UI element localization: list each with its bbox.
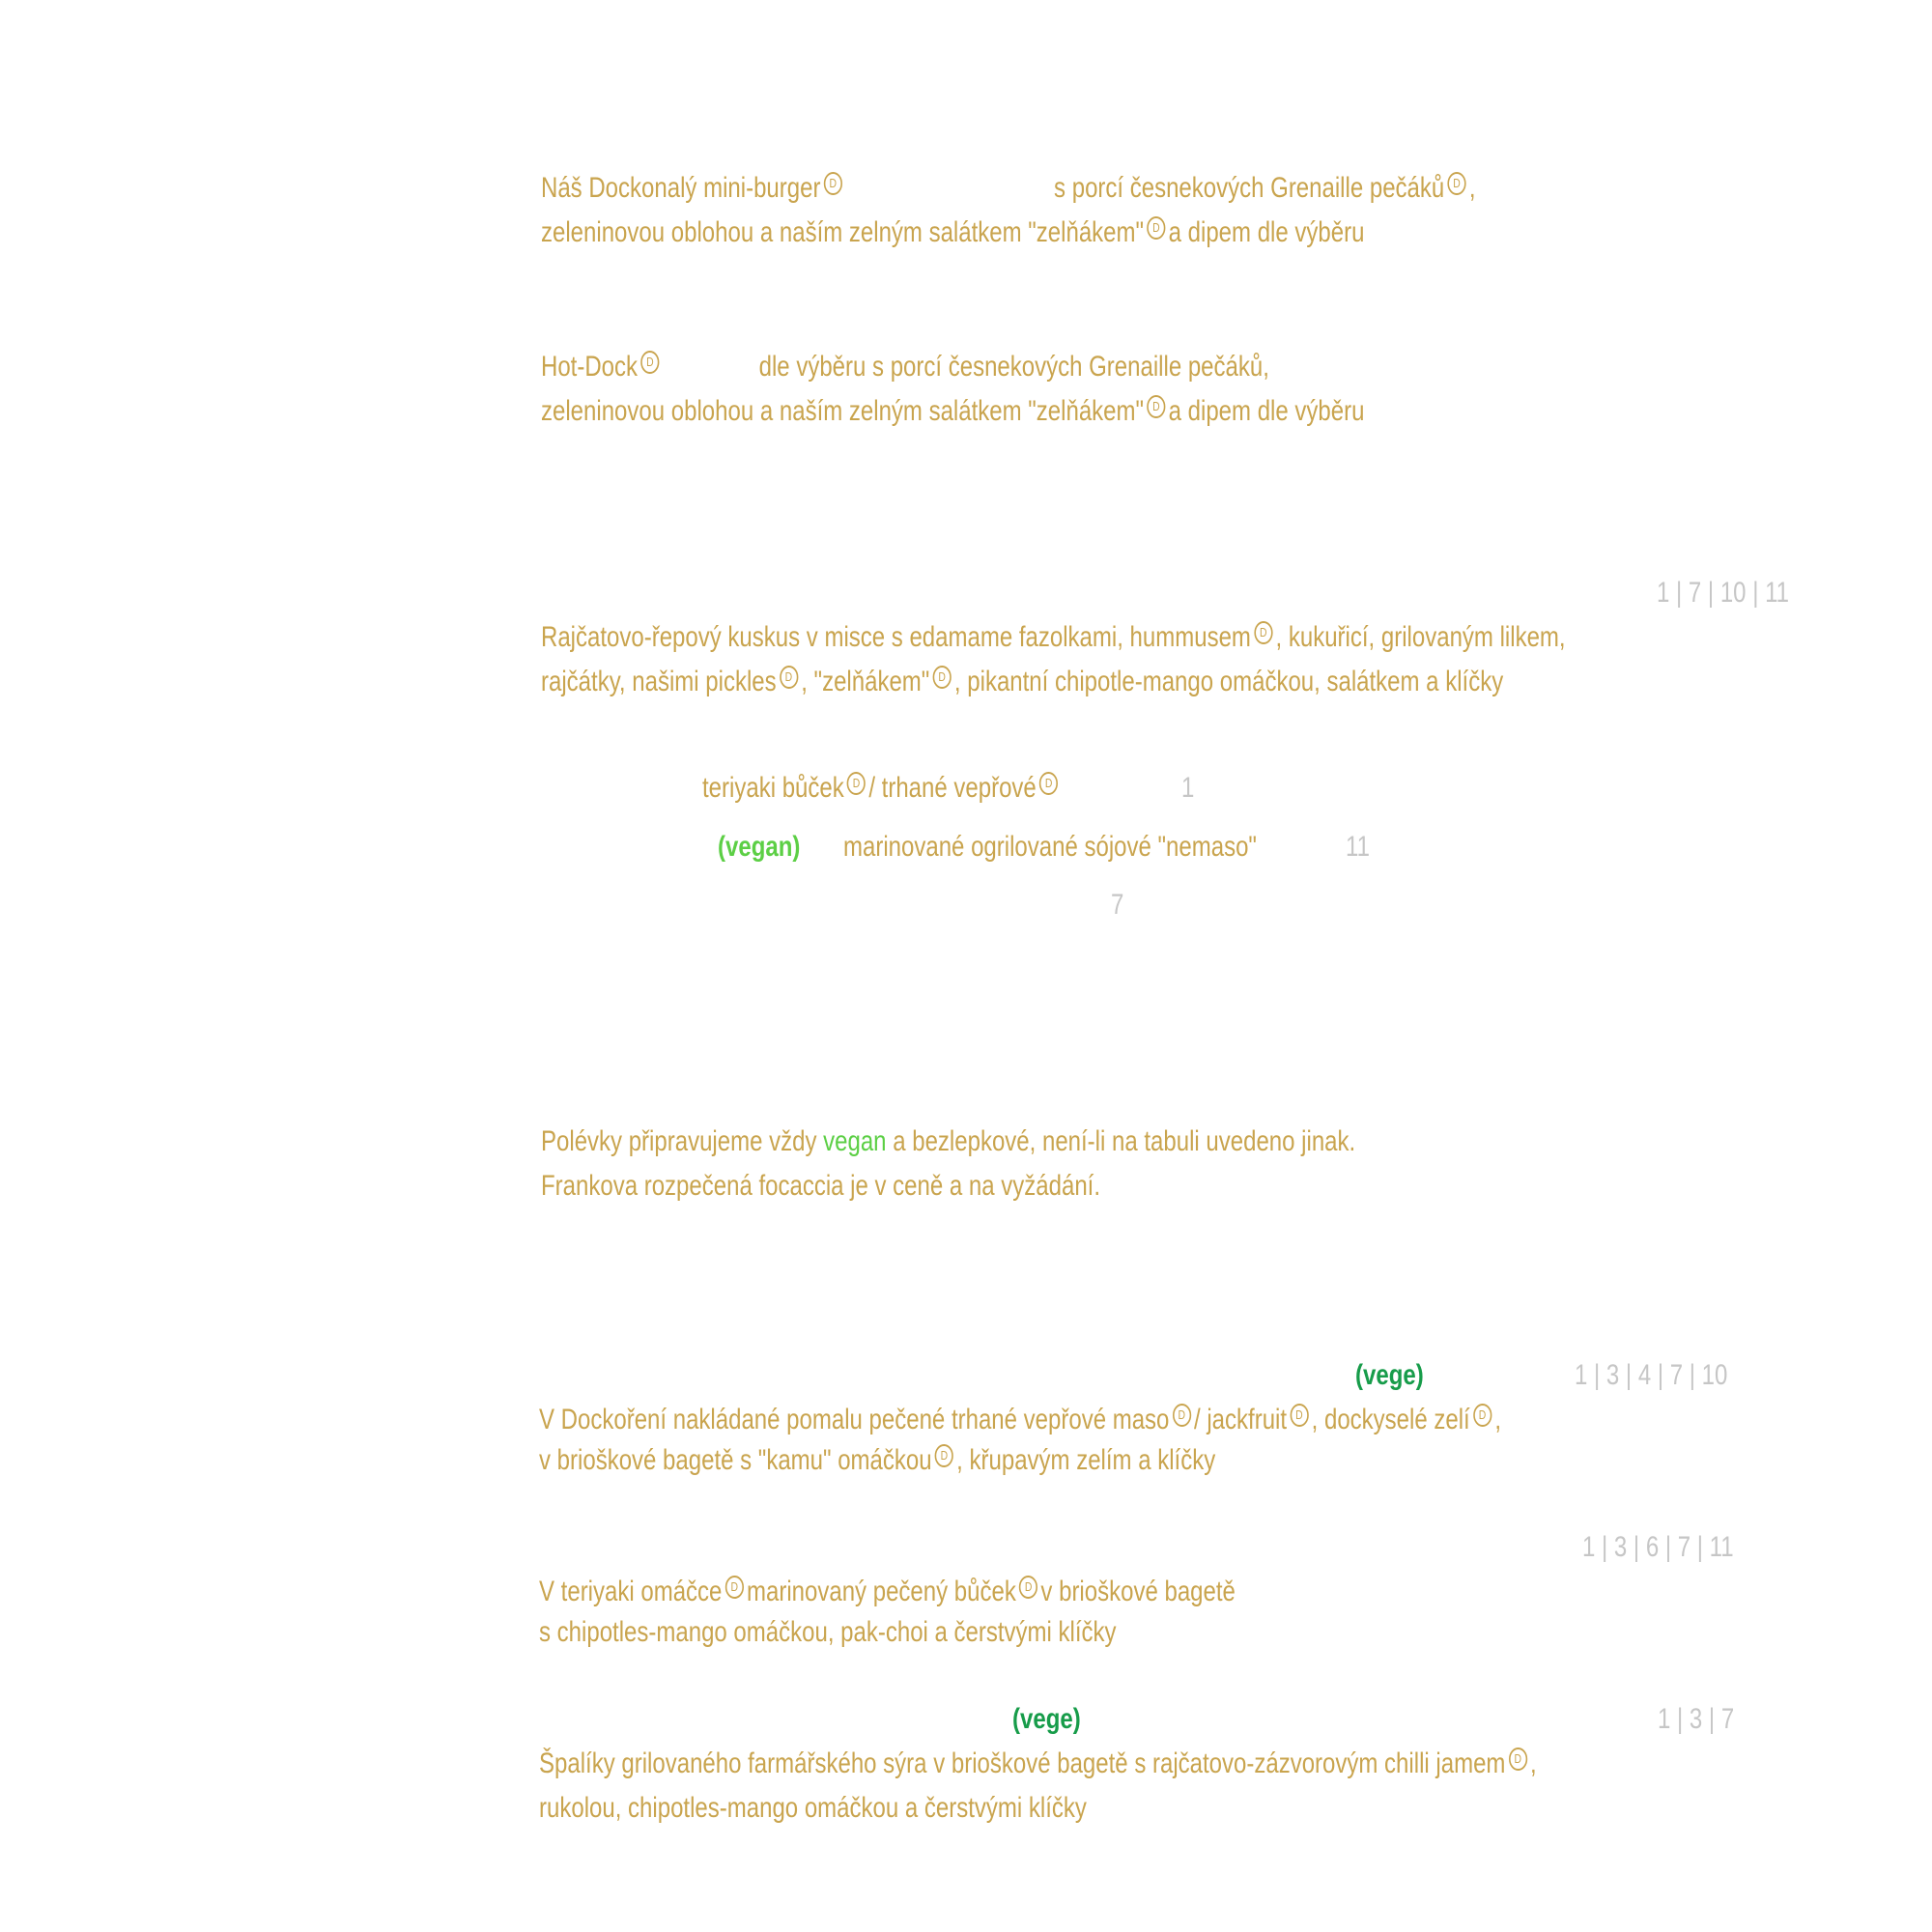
vegan-label: vegan: [823, 1125, 887, 1157]
bowl-option-third-allergens: 7: [1111, 889, 1124, 921]
soup-line1: Polévky připravujeme vždy vegan a bezlep…: [541, 1125, 1356, 1157]
bowl-option-vegan-text: marinované ogrilované sójové "nemaso": [843, 831, 1257, 863]
allergen-d-icon: D: [823, 172, 842, 195]
allergen-d-icon: D: [1472, 1404, 1492, 1427]
baguette-2-allergens: 1 | 3 | 6 | 7 | 11: [1582, 1531, 1734, 1563]
baguette-2-line2: s chipotles-mango omáčkou, pak-choi a če…: [539, 1616, 1117, 1648]
allergen-d-icon: D: [1508, 1747, 1527, 1771]
baguette-3-allergens: 1 | 3 | 7: [1658, 1703, 1735, 1735]
baguette-1-line1: V Dockoření nakládané pomalu pečené trha…: [539, 1404, 1501, 1435]
burger-text: Náš Dockonalý mini-burger: [541, 172, 821, 204]
bowl-option-meat-allergens: 1: [1181, 772, 1195, 804]
soup-line2: Frankova rozpečená focaccia je v ceně a …: [541, 1170, 1100, 1202]
allergen-d-icon: D: [724, 1576, 744, 1599]
burger-text: s porcí česnekových Grenaille pečáků: [1054, 172, 1445, 204]
allergen-d-icon: D: [1019, 1576, 1038, 1599]
allergen-d-icon: D: [1447, 172, 1466, 195]
allergen-d-icon: D: [932, 666, 952, 689]
baguette-3-line1: Špalíky grilovaného farmářského sýra v b…: [539, 1747, 1537, 1779]
baguette-1-vege-tag: (vege): [1355, 1359, 1424, 1391]
allergen-d-icon: D: [640, 351, 660, 374]
allergen-d-icon: D: [846, 772, 867, 795]
allergen-d-icon: D: [1290, 1404, 1309, 1427]
kids-hotdock-line2: zeleninovou oblohou a naším zelným salát…: [541, 395, 1365, 427]
bowl-desc-line1: Rajčatovo-řepový kuskus v misce s edamam…: [541, 621, 1566, 653]
allergen-d-icon: D: [1038, 772, 1059, 795]
allergen-d-icon: D: [1147, 395, 1166, 418]
kids-burger-line2: zeleninovou oblohou a naším zelným salát…: [541, 216, 1365, 248]
allergen-d-icon: D: [1254, 621, 1273, 644]
allergen-d-icon: D: [1147, 216, 1166, 240]
baguette-3-line2: rukolou, chipotles-mango omáčkou a čerst…: [539, 1792, 1087, 1824]
bowl-allergens: 1 | 7 | 10 | 11: [1657, 577, 1790, 609]
bowl-option-vegan-tag: (vegan): [718, 831, 801, 863]
allergen-d-icon: D: [1172, 1404, 1191, 1427]
baguette-1-allergens: 1 | 3 | 4 | 7 | 10: [1575, 1359, 1728, 1391]
allergen-d-icon: D: [934, 1444, 953, 1467]
allergen-d-icon: D: [779, 666, 799, 689]
bowl-option-vegan-allergens: 11: [1346, 831, 1370, 863]
baguette-3-vege-tag: (vege): [1012, 1703, 1081, 1735]
